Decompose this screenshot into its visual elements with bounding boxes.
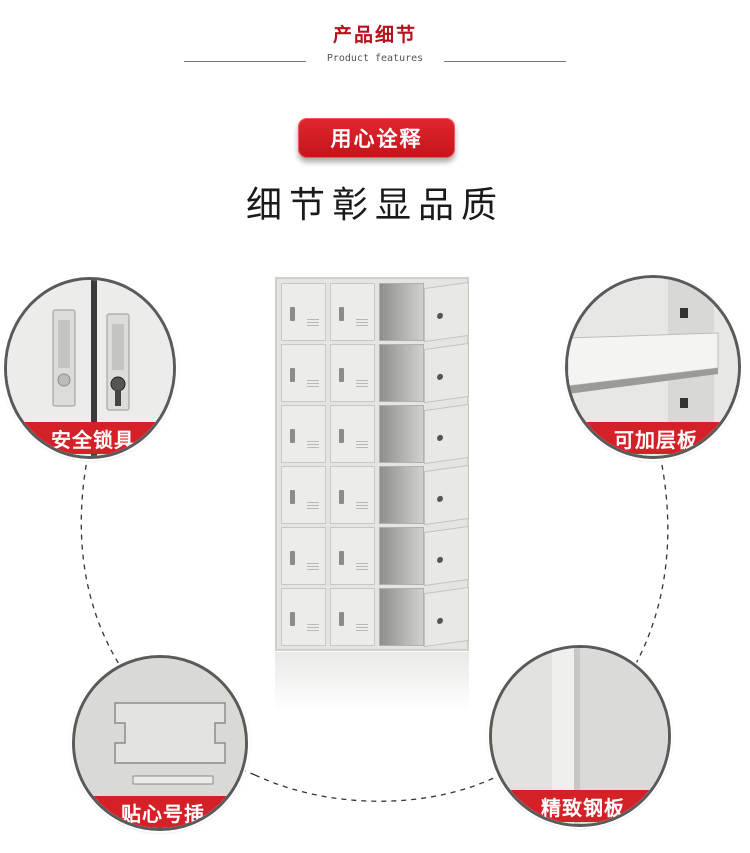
locker-door <box>281 466 326 524</box>
locker-door <box>281 344 326 402</box>
open-locker-compartment <box>379 466 424 524</box>
detail-circle-lock: 安全锁具 <box>4 277 176 459</box>
door-lock-icon <box>437 617 443 625</box>
door-lock-icon <box>437 556 443 564</box>
vent-slots-icon <box>356 380 368 389</box>
door-handle-icon <box>290 490 295 504</box>
vent-slots-icon <box>356 319 368 328</box>
locker-door <box>330 527 375 585</box>
slogan-badge: 用心诠释 <box>298 118 455 158</box>
detail-circle-steel: 精致钢板 <box>489 645 671 827</box>
feature-label-lock: 安全锁具 <box>7 422 173 454</box>
open-locker-door <box>424 281 469 343</box>
vent-slots-icon <box>307 380 319 389</box>
feature-label-steel: 精致钢板 <box>492 790 668 822</box>
cabinet-reflection <box>275 652 469 712</box>
locker-door <box>330 283 375 341</box>
open-locker-compartment <box>379 405 424 463</box>
locker-door <box>281 283 326 341</box>
vent-slots-icon <box>307 319 319 328</box>
door-handle-icon <box>290 429 295 443</box>
door-lock-icon <box>437 373 443 381</box>
open-locker-compartment <box>379 527 424 585</box>
locker-door <box>330 344 375 402</box>
door-lock-icon <box>437 434 443 442</box>
vent-slots-icon <box>307 563 319 572</box>
door-lock-icon <box>437 495 443 503</box>
open-locker-compartment <box>379 344 424 402</box>
door-handle-icon <box>339 429 344 443</box>
door-handle-icon <box>290 612 295 626</box>
door-handle-icon <box>339 612 344 626</box>
open-locker-compartment <box>379 283 424 341</box>
locker-door <box>281 405 326 463</box>
locker-door <box>281 588 326 646</box>
open-locker-door <box>424 464 469 526</box>
vent-slots-icon <box>307 441 319 450</box>
section-subtitle: Product features <box>326 53 424 64</box>
vent-slots-icon <box>356 502 368 511</box>
headline: 细节彰显品质 <box>245 185 504 226</box>
vent-slots-icon <box>307 624 319 633</box>
door-lock-icon <box>437 312 443 320</box>
open-locker-door <box>424 403 469 465</box>
section-title: 产品细节 <box>332 24 417 46</box>
door-handle-icon <box>339 368 344 382</box>
vent-slots-icon <box>356 563 368 572</box>
vent-slots-icon <box>307 502 319 511</box>
door-handle-icon <box>339 551 344 565</box>
feature-label-shelf: 可加层板 <box>568 422 738 454</box>
feature-label-number-slot: 贴心号插 <box>75 796 245 828</box>
locker-door <box>330 405 375 463</box>
door-handle-icon <box>290 368 295 382</box>
open-locker-door <box>424 525 469 587</box>
open-locker-compartment <box>379 588 424 646</box>
open-locker-door <box>424 342 469 404</box>
title-divider-right <box>444 61 566 62</box>
vent-slots-icon <box>356 624 368 633</box>
locker-door <box>281 527 326 585</box>
locker-cabinet-image <box>275 277 469 651</box>
title-divider-left <box>184 61 306 62</box>
door-handle-icon <box>339 307 344 321</box>
locker-door <box>330 588 375 646</box>
detail-circle-number-slot: 贴心号插 <box>72 655 248 831</box>
door-handle-icon <box>339 490 344 504</box>
door-handle-icon <box>290 307 295 321</box>
open-locker-door <box>424 586 469 648</box>
locker-door <box>330 466 375 524</box>
vent-slots-icon <box>356 441 368 450</box>
door-handle-icon <box>290 551 295 565</box>
detail-circle-shelf: 可加层板 <box>565 275 741 459</box>
